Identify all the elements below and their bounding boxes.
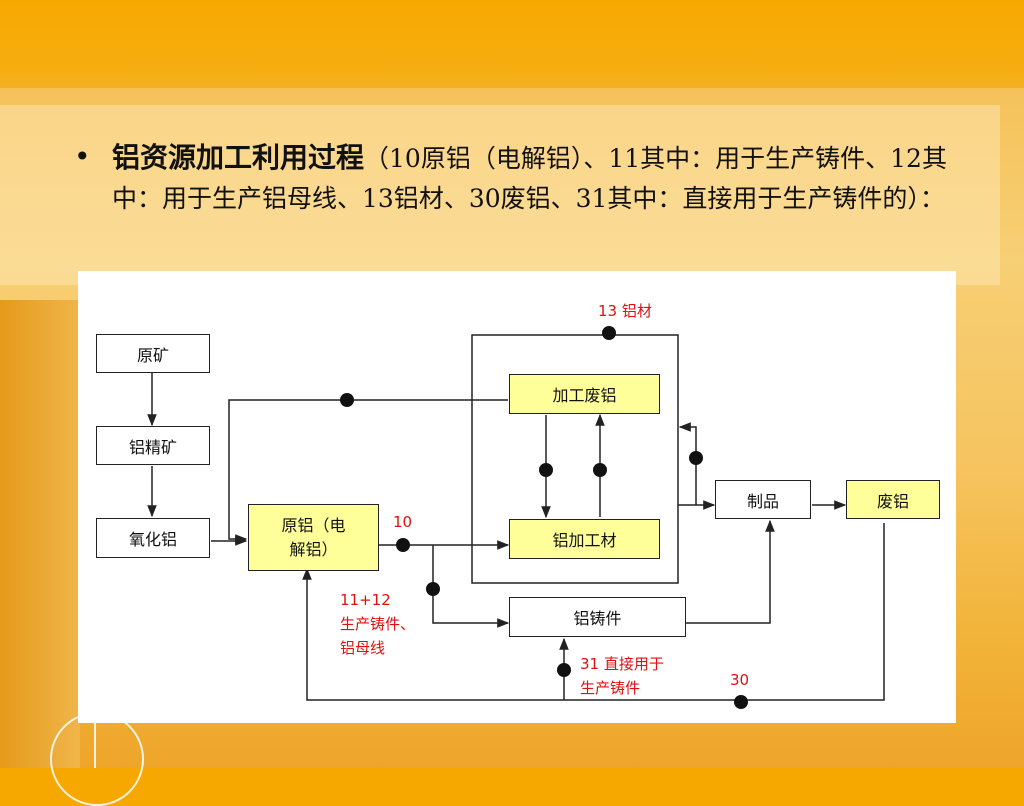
decorative-line (94, 712, 96, 768)
edge-primary-castings (432, 545, 510, 628)
node-concentrate: 铝精矿 (96, 426, 210, 465)
node-castings: 铝铸件 (509, 597, 686, 637)
node-alumina: 氧化铝 (96, 518, 210, 558)
flow-diagram: 原矿 铝精矿 氧化铝 原铝（电 解铝） 加工废铝 铝加工材 铝铸件 制品 废铝 … (78, 271, 956, 723)
edge-process-scrap-to-primary (228, 399, 508, 544)
flow-node-return (340, 393, 354, 407)
node-aluminum-products: 铝加工材 (509, 519, 660, 559)
title-bold: 铝资源加工利用过程 (112, 141, 365, 174)
flow-node-down (539, 463, 553, 477)
decorative-circle (50, 712, 144, 806)
title-panel (0, 105, 1000, 285)
flow-node-31 (557, 663, 571, 677)
label-10: 10 (393, 513, 413, 531)
processing-group-box (471, 334, 679, 584)
edge-castings-finished (686, 519, 775, 624)
node-raw-ore: 原矿 (96, 334, 210, 373)
slide-title: 铝资源加工利用过程（10原铝（电解铝）、11其中：用于生产铸件、12其中：用于生… (112, 138, 972, 219)
edge-return-group (678, 422, 697, 505)
slide-header-band (0, 0, 1024, 100)
label-30: 30 (730, 671, 750, 689)
flow-node-group (689, 451, 703, 465)
node-scrap-aluminum: 废铝 (846, 480, 940, 519)
decorative-ray (0, 300, 80, 768)
bullet-icon: • (74, 140, 91, 173)
node-primary-aluminum: 原铝（电 解铝） (248, 504, 379, 571)
flow-node-13 (602, 326, 616, 340)
flow-node-11-12 (426, 582, 440, 596)
label-11-12: 11+12 生产铸件、 铝母线 (340, 591, 416, 657)
node-finished-goods: 制品 (715, 480, 811, 519)
edge-scrap-to-primary (302, 523, 885, 701)
label-31: 31 直接用于 生产铸件 (580, 655, 664, 697)
node-process-scrap: 加工废铝 (509, 374, 660, 414)
flow-node-up (593, 463, 607, 477)
title-rest: （10原铝（电解铝）、11其中：用于生产铸件、12其中：用于生产铝母线、13铝材… (112, 144, 947, 213)
diagram-connectors (147, 326, 885, 709)
flow-node-10 (396, 538, 410, 552)
label-13-aluminum-material: 13 铝材 (598, 302, 652, 320)
flow-node-30 (734, 695, 748, 709)
